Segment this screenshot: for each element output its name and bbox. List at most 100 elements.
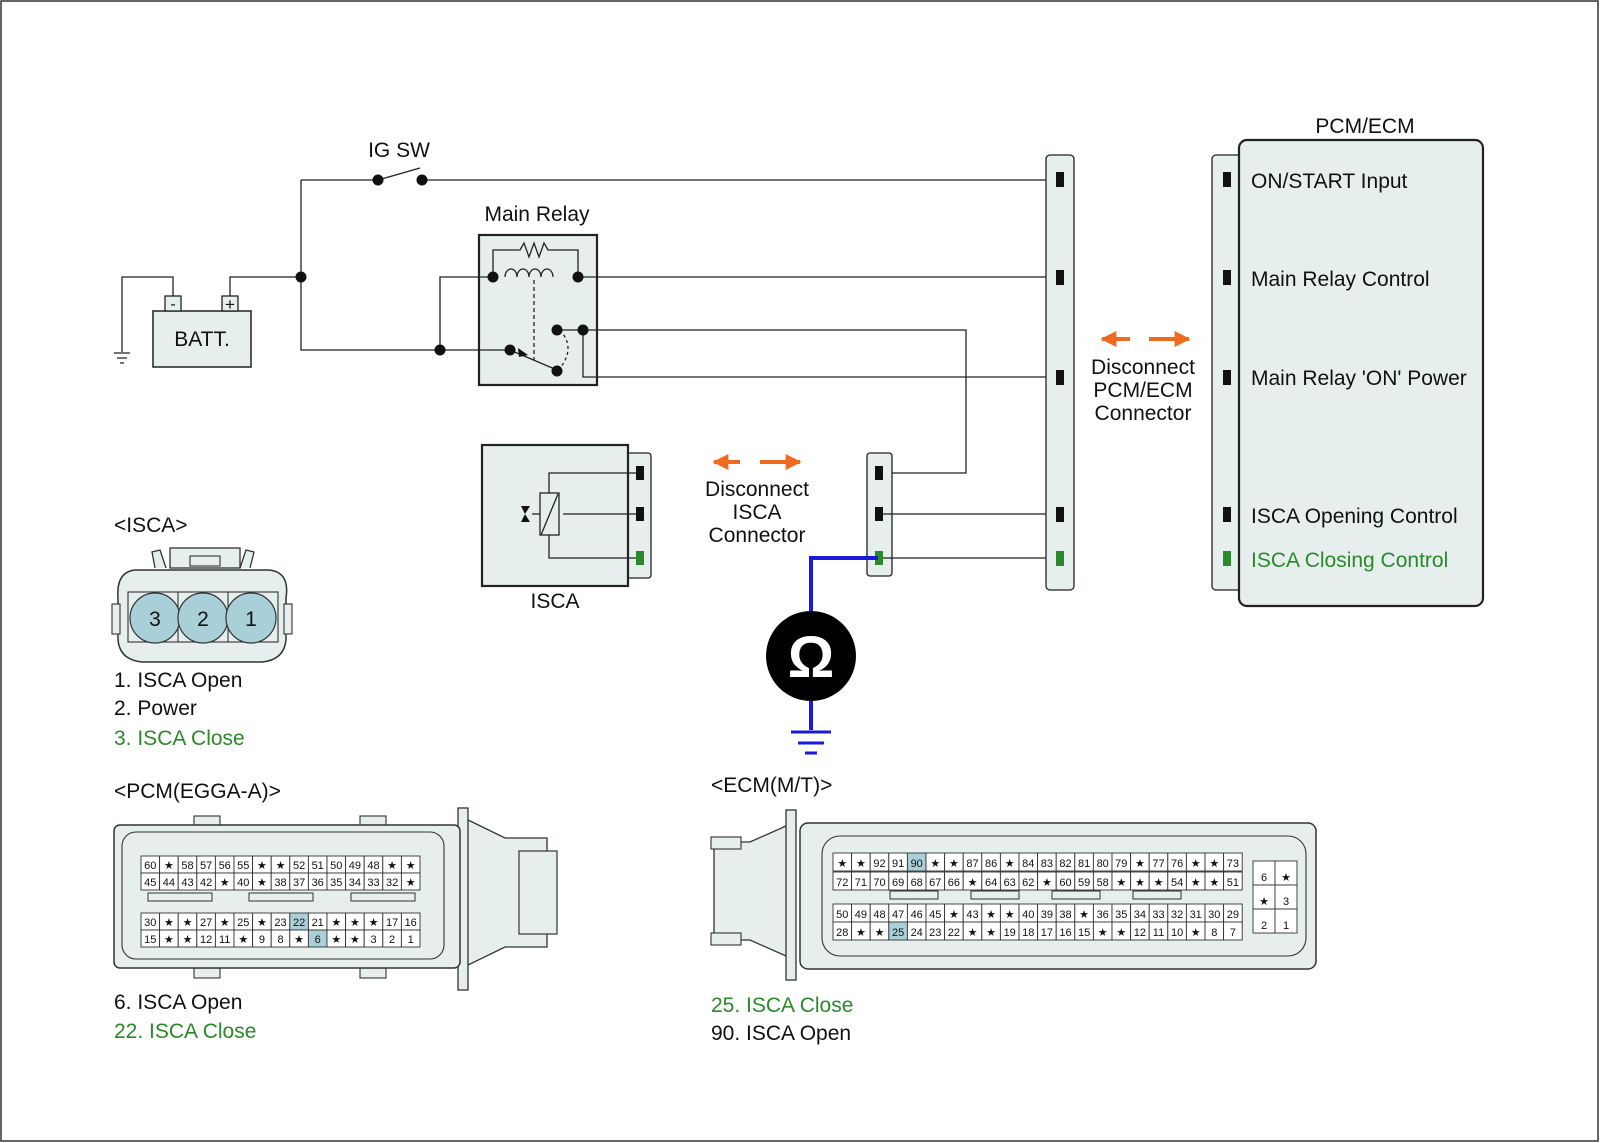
pcm-pin-label: 30 (144, 917, 156, 929)
pcm-pin-label: 3 (370, 934, 376, 946)
ecm-pin-label: 73 (1227, 858, 1239, 870)
ecm-pin-label: 16 (1059, 927, 1071, 939)
ecm-pin-label: 82 (1059, 858, 1071, 870)
ecm-pin-label: 34 (1134, 909, 1146, 921)
pcm-pin-cell (400, 872, 421, 891)
ecm-side-pin-label: 1 (1283, 920, 1289, 932)
battery: BATT. - + (152, 295, 252, 368)
ecm-pin-label: ★ (949, 858, 959, 870)
pcm-pin-label: ★ (331, 934, 341, 946)
ecm-pin-label: 40 (1022, 909, 1034, 921)
pcm-pin-label: 51 (312, 860, 324, 872)
pcm-pin-label: 21 (312, 917, 324, 929)
pcm-pin-main-relay-on-power: Main Relay 'ON' Power (1251, 367, 1467, 390)
pcm-pin-label: 55 (237, 860, 249, 872)
ecm-pin-label: 45 (929, 909, 941, 921)
pcm-pin-label: 22 (293, 917, 305, 929)
ohm-icon: Ω (788, 625, 835, 690)
ecm-pin-label: ★ (930, 858, 940, 870)
ecm-pin-label: 10 (1171, 927, 1183, 939)
ecm-pin-label: 30 (1208, 909, 1220, 921)
junction-dot (295, 271, 307, 283)
ecm-pin-label: 72 (836, 877, 848, 889)
pcm-pin-label: 58 (181, 860, 193, 872)
pcm-pin-label: ★ (183, 917, 193, 929)
pcm-pin-main-relay-control: Main Relay Control (1251, 268, 1430, 291)
isca-label: ISCA (530, 590, 579, 613)
ecm-pin-label: 28 (836, 927, 848, 939)
ecm-pin-label: 67 (929, 877, 941, 889)
pcm-pin-label: ★ (164, 934, 174, 946)
pcm-pin-label: 40 (237, 877, 249, 889)
ecm-legend-25: 25. ISCA Close (711, 994, 853, 1017)
ecm-pin-label: 50 (836, 909, 848, 921)
pcm-pin-label: ★ (387, 860, 397, 872)
pcm-pin-label: ★ (257, 877, 267, 889)
pcm-pin-label: 2 (389, 934, 395, 946)
ecm-pin-label: ★ (1135, 877, 1145, 889)
ecm-pin-label: 70 (873, 877, 885, 889)
ecm-pin-label: 15 (1078, 927, 1090, 939)
ecm-pin-label: 71 (855, 877, 867, 889)
pcm-pin-label: 38 (274, 877, 286, 889)
ohmmeter: Ω (766, 556, 878, 755)
ecm-pin-cell (1223, 852, 1243, 872)
ig-sw-label: IG SW (368, 139, 430, 162)
ecm-pin-label: 33 (1152, 909, 1164, 921)
pcm-pin-label: ★ (257, 917, 267, 929)
ecm-pin-label: 86 (985, 858, 997, 870)
disconnect-isca-line3: Connector (709, 524, 806, 547)
disconnect-isca-line1: Disconnect (705, 478, 809, 501)
pcm-pin-label: ★ (220, 877, 230, 889)
pcm-pin-label: 52 (293, 860, 305, 872)
pcm-pin-label: 32 (386, 877, 398, 889)
ecm-pin-label: ★ (1116, 927, 1126, 939)
pcm-pin-label: ★ (220, 917, 230, 929)
pcm-pin-label: 17 (386, 917, 398, 929)
pcm-pin-label: 11 (219, 934, 230, 946)
pcm-pin-label: 12 (200, 934, 212, 946)
pcm-pin-label: 42 (200, 877, 212, 889)
pcm-pin-label: 35 (330, 877, 342, 889)
ecm-pin-label: 79 (1115, 858, 1127, 870)
pcm-pin-label: 60 (144, 860, 156, 872)
ecm-pin-label: ★ (968, 927, 978, 939)
ecm-side-pin-label: 3 (1283, 896, 1289, 908)
ecm-pin-label: 17 (1041, 927, 1053, 939)
battery-minus-sign: - (170, 296, 175, 313)
pcm-pin-label: 1 (408, 934, 414, 946)
pcm-pin-cell (400, 929, 421, 948)
pcm-pin-label: ★ (164, 917, 174, 929)
ecm-pin-label: 81 (1078, 858, 1090, 870)
pcm-pin-label: ★ (294, 934, 304, 946)
pcm-ecm-module: PCM/ECM ON/START Input Main Relay Contro… (1211, 115, 1485, 608)
pcm-pin-label: ★ (406, 877, 416, 889)
pcm-pin-label: ★ (238, 934, 248, 946)
pcm-connector-title: <PCM(EGGA-A)> (114, 780, 281, 803)
ecm-pin-label: 87 (966, 858, 978, 870)
isca-pin-1: 1 (245, 608, 257, 631)
power-wiring (229, 167, 1060, 351)
pcm-pin-label: 27 (200, 917, 212, 929)
ecm-pin-label: 63 (1004, 877, 1016, 889)
pcm-pin-label: 36 (312, 877, 324, 889)
isca-legend-3: 3. ISCA Close (114, 727, 245, 750)
ecm-pin-label: 54 (1171, 877, 1183, 889)
ecm-pin-label: ★ (1154, 877, 1164, 889)
ecm-pin-label: 49 (855, 909, 867, 921)
pcm-pin-isca-closing-control: ISCA Closing Control (1251, 549, 1448, 572)
ecm-pin-label: 19 (1004, 927, 1016, 939)
pcm-pin-label: 56 (219, 860, 231, 872)
ecm-pin-label: 47 (892, 909, 904, 921)
ecm-pin-label: 39 (1041, 909, 1053, 921)
pcm-pin-label: 50 (330, 860, 342, 872)
ecm-pin-label: ★ (837, 858, 847, 870)
ecm-pin-label: ★ (1191, 858, 1201, 870)
isca-pin-2: 2 (197, 608, 209, 631)
ecm-pin-label: 59 (1078, 877, 1090, 889)
pcm-pin-label: 48 (367, 860, 379, 872)
ecm-pin-label: 48 (873, 909, 885, 921)
